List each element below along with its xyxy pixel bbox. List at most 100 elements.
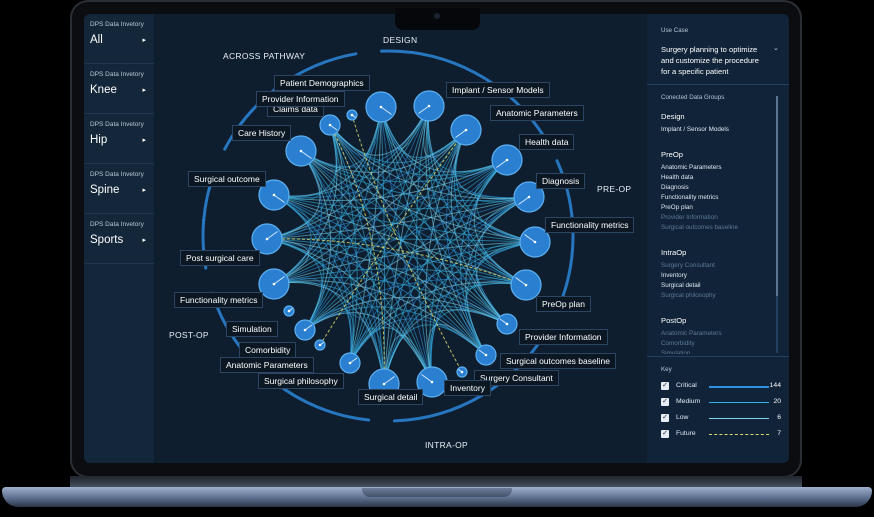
node-pointer: [380, 106, 392, 115]
sidebar-item-caption: DPS Data Invetory: [90, 171, 144, 178]
data-group-item[interactable]: Surgery Consultant: [661, 262, 715, 269]
future-link: [351, 114, 463, 373]
connection-line: [329, 124, 536, 243]
sidebar-item-all[interactable]: DPS Data Invetory All ▸: [84, 14, 154, 64]
node-label[interactable]: Surgical philosophy: [258, 373, 344, 389]
node-dot: [287, 309, 291, 313]
chevron-down-icon[interactable]: ⌄: [773, 45, 779, 52]
node-label[interactable]: Surgical outcomes baseline: [500, 353, 616, 369]
data-group-item[interactable]: Anatomic Parameters: [661, 330, 722, 337]
node-label[interactable]: Provider Information: [256, 91, 345, 107]
data-inventory-sidebar: DPS Data Invetory All ▸ DPS Data Invetor…: [84, 14, 154, 463]
connection-line: [300, 150, 530, 202]
checkbox[interactable]: ✓: [661, 398, 669, 406]
node-dot: [348, 361, 352, 365]
node-label[interactable]: Anatomic Parameters: [220, 357, 314, 373]
connection-line: [349, 105, 430, 364]
data-group-item[interactable]: Implant / Sensor Models: [661, 126, 729, 133]
node-pointer: [518, 196, 530, 205]
future-link: [319, 129, 467, 346]
data-group-item[interactable]: PreOp plan: [661, 204, 693, 211]
node-label[interactable]: Care History: [232, 125, 292, 141]
use-case-selector[interactable]: Surgery planning to optimize and customi…: [661, 45, 759, 76]
node-label[interactable]: Functionality metrics: [174, 292, 264, 308]
connection-line: [273, 194, 527, 286]
connection-line: [273, 194, 536, 243]
data-group-item[interactable]: Health data: [661, 174, 694, 181]
node-pointer: [383, 376, 395, 385]
connection-line: [329, 124, 530, 200]
connection-line: [446, 129, 487, 356]
data-group-item[interactable]: Comorbidity: [661, 340, 695, 347]
node-label[interactable]: Surgical detail: [358, 389, 424, 405]
key-count: 6: [777, 414, 781, 421]
node-label[interactable]: Diagnosis: [536, 173, 586, 189]
data-group-item[interactable]: Anatomic Parameters: [661, 164, 722, 171]
connection-line: [300, 150, 354, 364]
key-line-swatch: [709, 402, 769, 403]
connection-line: [473, 159, 527, 286]
groups-label: Conected Data Groups: [661, 94, 725, 101]
node-label[interactable]: Inventory: [444, 380, 491, 396]
laptop-hinge: [70, 476, 802, 488]
groups-scrollbar-thumb[interactable]: [776, 96, 778, 296]
key-name: Low: [676, 414, 689, 421]
connection-line: [416, 105, 433, 383]
node-label[interactable]: PreOp plan: [536, 296, 591, 312]
connection-line: [329, 124, 385, 385]
connection-line: [273, 194, 312, 285]
node-dot: [303, 328, 307, 332]
connection-line: [304, 196, 530, 331]
node-label[interactable]: Surgery Consultant: [474, 370, 559, 386]
data-group-item[interactable]: Surgical detail: [661, 282, 701, 289]
node-label[interactable]: Health data: [519, 134, 575, 150]
sidebar-item-spine[interactable]: DPS Data Invetory Spine ▸: [84, 164, 154, 214]
data-group-item[interactable]: Surgical philosophy: [661, 292, 716, 299]
node-pointer: [273, 194, 285, 203]
sidebar-item-caption: DPS Data Invetory: [90, 21, 144, 28]
connection-line: [304, 159, 508, 331]
data-group-item[interactable]: Provider Information: [661, 214, 718, 221]
connection-line: [300, 150, 385, 385]
key-row-low: ✓ Low 6: [661, 414, 781, 424]
node-dot: [328, 123, 332, 127]
checkbox[interactable]: ✓: [661, 382, 669, 390]
node-label[interactable]: Implant / Sensor Models: [446, 82, 550, 98]
connection-line: [266, 238, 487, 356]
pathway-ring-arc: [201, 218, 208, 270]
node-label[interactable]: Simulation: [226, 321, 278, 337]
checkbox[interactable]: ✓: [661, 430, 669, 438]
node-dot: [460, 370, 464, 374]
connection-line: [329, 124, 358, 364]
node-label[interactable]: Post surgical care: [180, 250, 260, 266]
node-dot: [484, 353, 488, 357]
node-label[interactable]: Anatomic Parameters: [490, 105, 584, 121]
node-label[interactable]: Comorbidity: [239, 342, 297, 358]
connection-line: [425, 105, 487, 356]
connection-line: [266, 150, 321, 240]
node-label[interactable]: Functionality metrics: [545, 217, 635, 233]
node-label[interactable]: Patient Demographics: [274, 75, 370, 91]
data-group-item[interactable]: Inventory: [661, 272, 687, 279]
node-label[interactable]: Surgical outcome: [188, 171, 266, 187]
node-pointer: [515, 277, 527, 286]
connection-line: [300, 124, 342, 172]
laptop-base: [2, 487, 872, 507]
key-count: 144: [769, 382, 781, 389]
connection-line: [273, 150, 323, 200]
key-name: Medium: [676, 398, 701, 405]
data-group-item[interactable]: Simulation: [661, 350, 691, 354]
node-pointer: [273, 276, 285, 285]
node-pointer: [478, 349, 487, 356]
connection-line: [304, 129, 467, 331]
node-dot: [299, 149, 303, 153]
sidebar-item-hip[interactable]: DPS Data Invetory Hip ▸: [84, 114, 154, 164]
data-group-item[interactable]: Surgical outcomes baseline: [661, 224, 739, 231]
sidebar-item-sports[interactable]: DPS Data Invetory Sports ▸: [84, 214, 154, 264]
data-group-item[interactable]: Functionality metrics: [661, 194, 719, 201]
checkbox[interactable]: ✓: [661, 414, 669, 422]
data-group-item[interactable]: Diagnosis: [661, 184, 689, 191]
node-label[interactable]: Provider Information: [519, 329, 608, 345]
sidebar-item-knee[interactable]: DPS Data Invetory Knee ▸: [84, 64, 154, 114]
